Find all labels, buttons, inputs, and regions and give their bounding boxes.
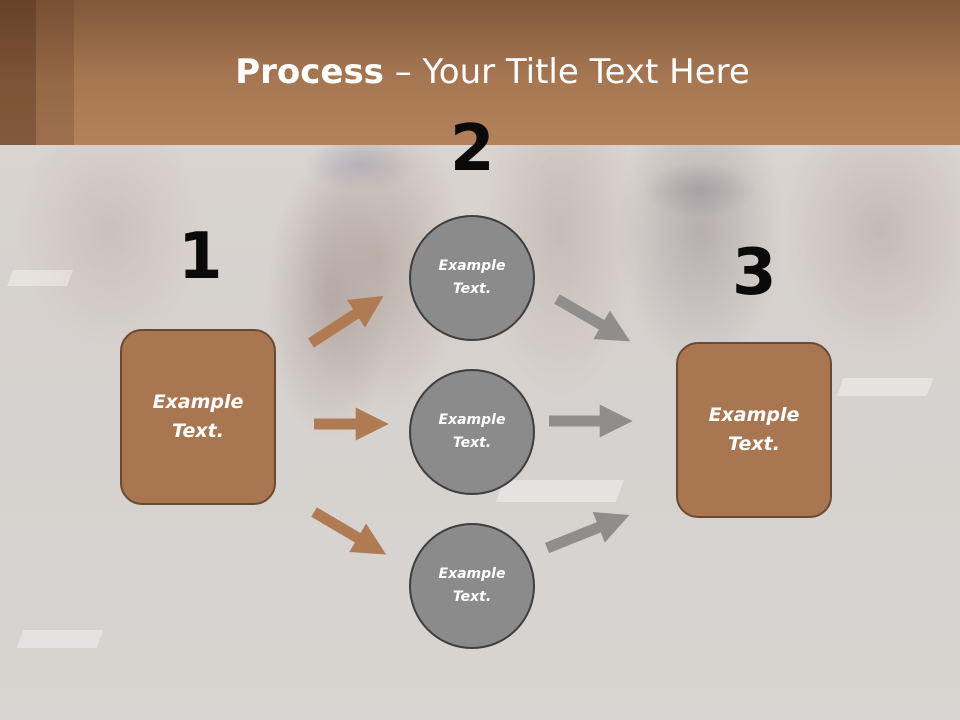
step-number-2: 2 [450,112,495,186]
step-number-1: 1 [178,220,223,294]
arrow-box-to-circle-bottom [311,507,387,555]
circle-text: Example Text. [438,258,506,297]
step-number-3: 3 [732,236,777,310]
left-step-box[interactable]: Example Text. [120,329,276,505]
left-box-text: Example Text. [152,391,244,442]
circle-bottom[interactable]: Example Text. [409,523,535,649]
circle-text: Example Text. [438,566,506,605]
header-stripe [0,0,36,145]
circle-middle[interactable]: Example Text. [409,369,535,495]
arrow-circle-top-to-box [554,294,631,342]
right-box-text: Example Text. [708,404,800,455]
arrow-circle-bottom-to-box [544,511,630,554]
header-stripe [36,0,74,145]
title-bold: Process [235,52,384,92]
title-band: Process – Your Title Text Here [0,0,960,145]
circle-top[interactable]: Example Text. [409,215,535,341]
title-rest: – Your Title Text Here [383,52,750,92]
right-step-box[interactable]: Example Text. [676,342,832,518]
circle-text: Example Text. [438,412,506,451]
arrow-box-to-circle-top [308,295,384,348]
slide-title[interactable]: Process – Your Title Text Here [0,52,960,92]
